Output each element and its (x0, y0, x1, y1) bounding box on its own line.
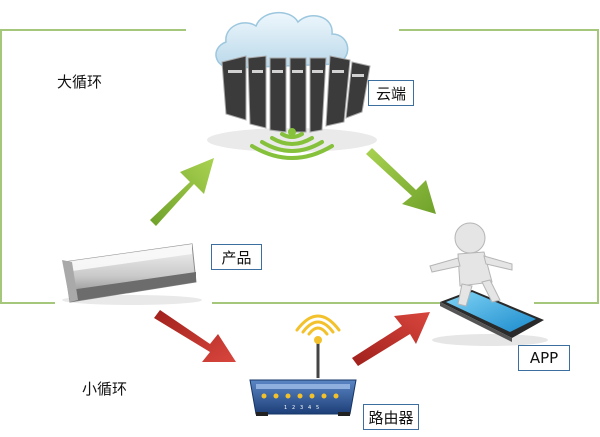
arrow-cloud-to-app (366, 148, 436, 214)
loop-frame (0, 29, 599, 304)
router-port-label: 1 (284, 405, 287, 411)
router-port-label: 5 (316, 405, 319, 411)
wifi-router-icon: 1 2 3 4 5 (249, 314, 357, 416)
product-label: 产品 (211, 244, 262, 270)
cloud-label: 云端 (368, 80, 414, 106)
big-loop-line-right (399, 29, 599, 304)
small-loop-label: 小循环 (82, 380, 128, 398)
air-conditioner-icon (62, 243, 202, 305)
cloud-server-icon (207, 12, 377, 160)
router-port-label: 2 (292, 405, 295, 411)
smartphone-figure-icon (429, 222, 548, 346)
big-loop-line-left (0, 29, 186, 304)
arrow-router-to-app (352, 312, 430, 366)
big-loop-label: 大循环 (57, 73, 103, 91)
router-label: 路由器 (363, 404, 419, 430)
router-port-label: 3 (300, 405, 303, 411)
wifi-signal-icon (250, 132, 334, 160)
app-label: APP (518, 345, 570, 371)
router-leds (261, 393, 339, 399)
arrow-product-to-router (154, 310, 236, 362)
router-port-label: 4 (308, 405, 311, 411)
arrow-product-to-cloud (150, 158, 214, 226)
